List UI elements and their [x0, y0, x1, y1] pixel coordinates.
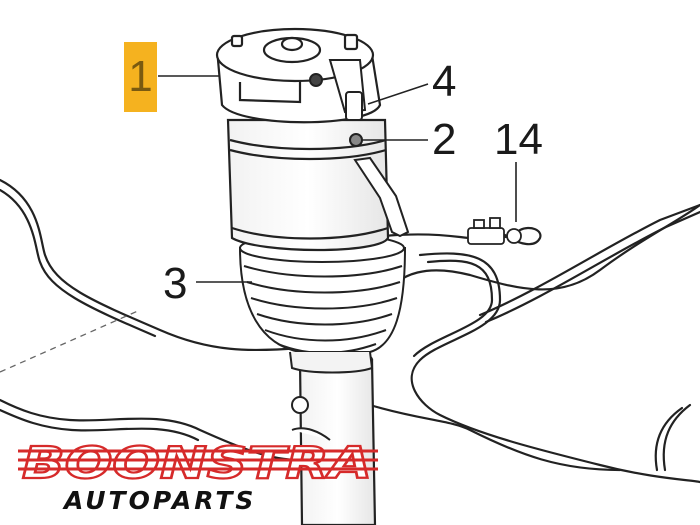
callout-1: 1: [124, 42, 157, 112]
brand-subtitle: AUTOPARTS: [64, 486, 257, 515]
brand-logotype: BOONSTRA: [18, 438, 378, 486]
callout-2: 2: [432, 115, 457, 164]
top-right-line: [478, 203, 700, 317]
tube-clip: [291, 396, 331, 441]
lower-right-line: [368, 403, 622, 472]
brand-name: BOONSTRA: [22, 438, 372, 486]
callout-14: 14: [494, 115, 543, 164]
valve-bracket: [309, 59, 410, 238]
leader-4: [367, 83, 429, 105]
watermark-logo: BOONSTRA: [18, 438, 378, 523]
callout-3: 3: [163, 259, 188, 308]
air-bellows: [238, 233, 407, 374]
right-air-line: [410, 252, 700, 484]
air-spring-cylinder: [226, 118, 390, 252]
dashed-axis-line: [0, 309, 141, 373]
leader-lines: [158, 75, 517, 283]
callout-4: 4: [432, 57, 457, 106]
brand-stripes: [18, 449, 378, 471]
connector: [467, 217, 522, 245]
